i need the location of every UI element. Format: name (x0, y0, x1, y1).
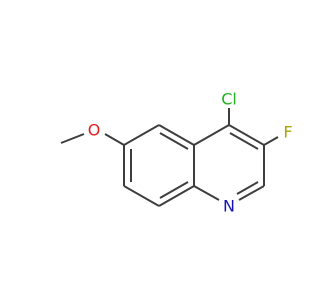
bond-c8-c7 (123, 185, 160, 207)
structure-canvas: O Cl N F (60, 89, 293, 216)
bond-c2-n1 (238, 185, 265, 201)
bond-c2-n1-inner (236, 181, 259, 195)
atom-label-oxygen: O (88, 121, 101, 140)
bond-c5-c4a (158, 124, 195, 146)
bond-n1-c8a (193, 185, 220, 201)
bond-c6-c5 (123, 124, 160, 146)
bond-c8a-c8-inner (159, 181, 189, 199)
atom-label-nitrogen: N (223, 197, 235, 216)
bond-c4-c3-inner (229, 132, 259, 150)
bond-c4a-c4 (193, 124, 230, 146)
atom-label-fluorine: F (283, 123, 292, 142)
bond-methyl-oxygen (60, 133, 85, 144)
bond-c5-c4a-inner (159, 132, 189, 150)
molecule-group: O Cl N F (60, 90, 293, 216)
atom-label-chlorine: Cl (221, 90, 237, 109)
bond-c8a-c8 (158, 185, 195, 207)
bond-c3-fluorine (263, 136, 279, 146)
molecule-structure: O Cl N F (60, 90, 293, 216)
bond-oxygen-c6 (104, 133, 125, 146)
bond-c4-c3 (228, 124, 265, 146)
